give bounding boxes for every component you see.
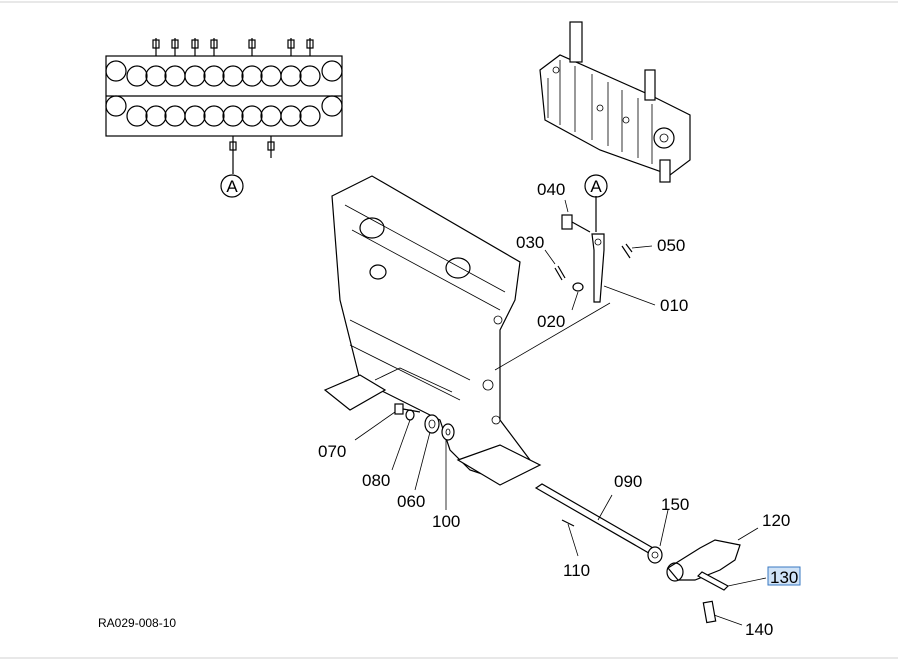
part-label-060[interactable]: 060 xyxy=(397,492,425,511)
part-label-040[interactable]: 040 xyxy=(537,180,565,199)
pin-110 xyxy=(561,519,579,557)
washer-100 xyxy=(441,423,455,510)
part-label-030[interactable]: 030 xyxy=(516,233,544,252)
view-marker-left-circle xyxy=(220,174,244,198)
part-label-140[interactable]: 140 xyxy=(745,620,773,639)
bushing-060 xyxy=(414,414,440,491)
view-marker-right-circle xyxy=(584,174,608,198)
part-label-120[interactable]: 120 xyxy=(762,511,790,530)
view-marker-left: A xyxy=(226,177,238,196)
selected-part-highlight xyxy=(767,566,801,586)
part-label-110[interactable]: 110 xyxy=(563,561,590,580)
part-label-050[interactable]: 050 xyxy=(657,236,685,255)
drawing-reference-code: RA029-008-10 xyxy=(98,616,176,630)
pin-030 xyxy=(544,249,566,281)
part-label-150[interactable]: 150 xyxy=(661,495,689,514)
part-labels: 040 030 050 010 020 070 080 060 100 090 … xyxy=(318,180,801,639)
valve-schematic: A xyxy=(105,38,343,198)
part-label-080[interactable]: 080 xyxy=(362,471,390,490)
part-label-090[interactable]: 090 xyxy=(614,472,642,491)
shaft-090 xyxy=(534,483,662,557)
part-label-130[interactable]: 130 xyxy=(770,568,798,587)
linkage-rod-010 xyxy=(591,233,656,306)
pin-130 xyxy=(697,571,767,591)
bolt-070 xyxy=(354,403,421,441)
part-label-070[interactable]: 070 xyxy=(318,442,346,461)
lever-120 xyxy=(666,527,759,582)
pin-050 xyxy=(621,243,653,259)
mounting-frame xyxy=(323,175,611,486)
bolt-040 xyxy=(561,199,591,233)
part-label-100[interactable]: 100 xyxy=(432,512,460,531)
view-marker-right: A xyxy=(590,177,602,196)
washer-080 xyxy=(391,409,415,471)
control-valve-assembly: A xyxy=(539,21,691,232)
part-label-020[interactable]: 020 xyxy=(537,312,565,331)
part-label-010[interactable]: 010 xyxy=(660,296,688,315)
washer-020 xyxy=(571,282,584,311)
pin-140 xyxy=(702,600,743,626)
washer-150 xyxy=(647,509,669,564)
